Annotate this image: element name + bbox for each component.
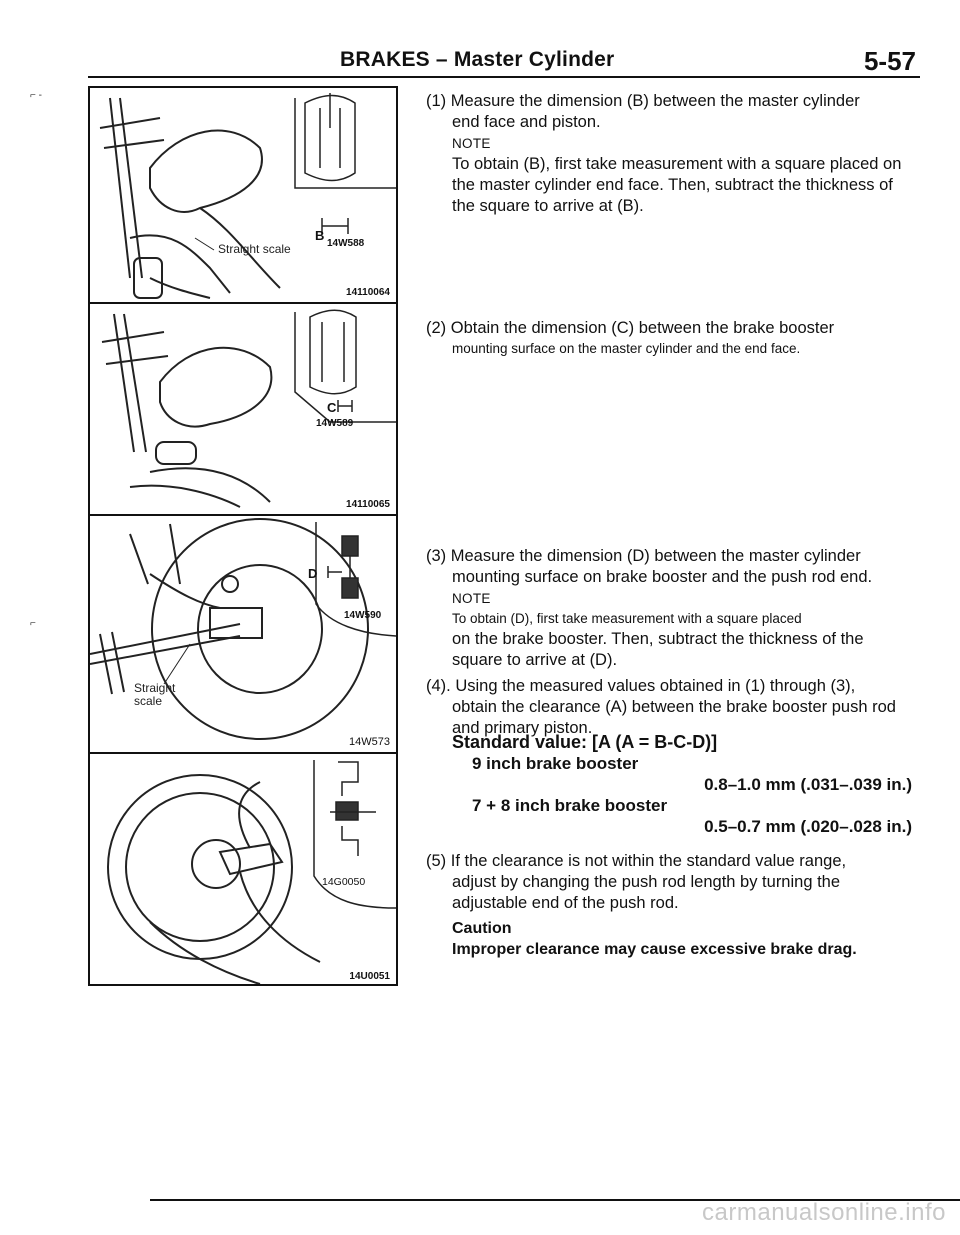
figure-id: 14110065: [346, 499, 390, 510]
figure-panel-1: Straight scale B 14W588 14110064: [90, 88, 396, 304]
inset-code: 14W588: [327, 238, 365, 249]
step-5: (5) If the clearance is not within the s…: [426, 851, 912, 960]
page-number: 5-57: [863, 46, 916, 76]
step-5-cont: adjust by changing the push rod length b…: [452, 873, 841, 912]
caution-text: Improper clearance may cause excessive b…: [452, 941, 857, 958]
figure-id: 14W573: [349, 736, 390, 748]
note-line-1: To obtain (D), first take measurement wi…: [452, 611, 802, 626]
step-2-lead: (2) Obtain the dimension (C) between the…: [426, 319, 835, 337]
figure-column: Straight scale B 14W588 14110064: [88, 86, 398, 986]
step-1-cont: end face and piston.: [452, 113, 601, 131]
standard-value-heading: Standard value: [A (A = B-C-D)]: [452, 732, 718, 752]
inset-dimension-letter: C: [327, 400, 337, 415]
standard-item-1-label: 9 inch brake booster: [472, 754, 639, 773]
push-rod-adjust-illustration: [107, 760, 396, 984]
booster-measure-illustration: [90, 518, 396, 740]
step-1: (1) Measure the dimension (B) between th…: [426, 91, 912, 217]
step-1-lead: (1) Measure the dimension (B) between th…: [426, 92, 860, 110]
watermark: carmanualsonline.info: [702, 1199, 946, 1226]
page-header: BRAKES – Master Cylinder 5-57: [88, 46, 920, 80]
standard-value-block: Standard value: [A (A = B-C-D)] 9 inch b…: [426, 732, 912, 837]
figure-id: 14U0051: [349, 971, 390, 982]
step-3-cont: mounting surface on brake booster and th…: [452, 568, 873, 586]
figure-panel-3: Straight scale D 14W590 14W573: [90, 514, 396, 754]
figure-id: 14110064: [346, 287, 390, 298]
note-rest: on the brake booster. Then, subtract the…: [452, 630, 864, 669]
caliper-measure-illustration: [99, 93, 396, 299]
margin-mark: ⌐: [30, 618, 36, 629]
note-text: To obtain (B), first take measurement wi…: [452, 155, 902, 215]
margin-mark: ⌐ -: [30, 90, 42, 101]
step-4-cont: obtain the clearance (A) between the bra…: [452, 698, 896, 737]
inset-dimension-letter: B: [315, 228, 325, 243]
standard-item-1-value: 0.8–1.0 mm (.031–.039 in.): [704, 775, 912, 794]
header-rule: [88, 76, 920, 78]
step-5-lead: (5) If the clearance is not within the s…: [426, 852, 847, 870]
figure-panel-2: C 14W589 14110065: [90, 302, 396, 516]
inset-code: 14W589: [316, 418, 354, 429]
figure-panel-4: 14G0050 14U0051: [90, 752, 396, 984]
inset-code: 14W590: [344, 610, 382, 621]
caliper-measure-illustration: [101, 309, 396, 508]
step-2: (2) Obtain the dimension (C) between the…: [426, 318, 912, 359]
standard-item-2-label: 7 + 8 inch brake booster: [472, 796, 668, 815]
inset-dimension-letter: D: [308, 566, 318, 581]
figure-callout-label: Straight scale: [218, 242, 291, 256]
step-3: (3) Measure the dimension (D) between th…: [426, 546, 912, 671]
step-3-lead: (3) Measure the dimension (D) between th…: [426, 547, 861, 565]
note-label: NOTE: [452, 136, 491, 151]
footer-rule: [150, 1199, 960, 1201]
inset-code: 14G0050: [322, 876, 366, 888]
step-4: (4). Using the measured values obtained …: [426, 676, 912, 739]
step-2-cont: mounting surface on the master cylinder …: [452, 341, 801, 356]
standard-item-2-value: 0.5–0.7 mm (.020–.028 in.): [704, 817, 912, 836]
page-title: BRAKES – Master Cylinder: [340, 48, 615, 71]
caution-label: Caution: [452, 920, 512, 937]
figure-callout-label: Straight scale: [134, 681, 176, 708]
step-4-lead: (4). Using the measured values obtained …: [426, 677, 856, 695]
note-label: NOTE: [452, 591, 491, 606]
